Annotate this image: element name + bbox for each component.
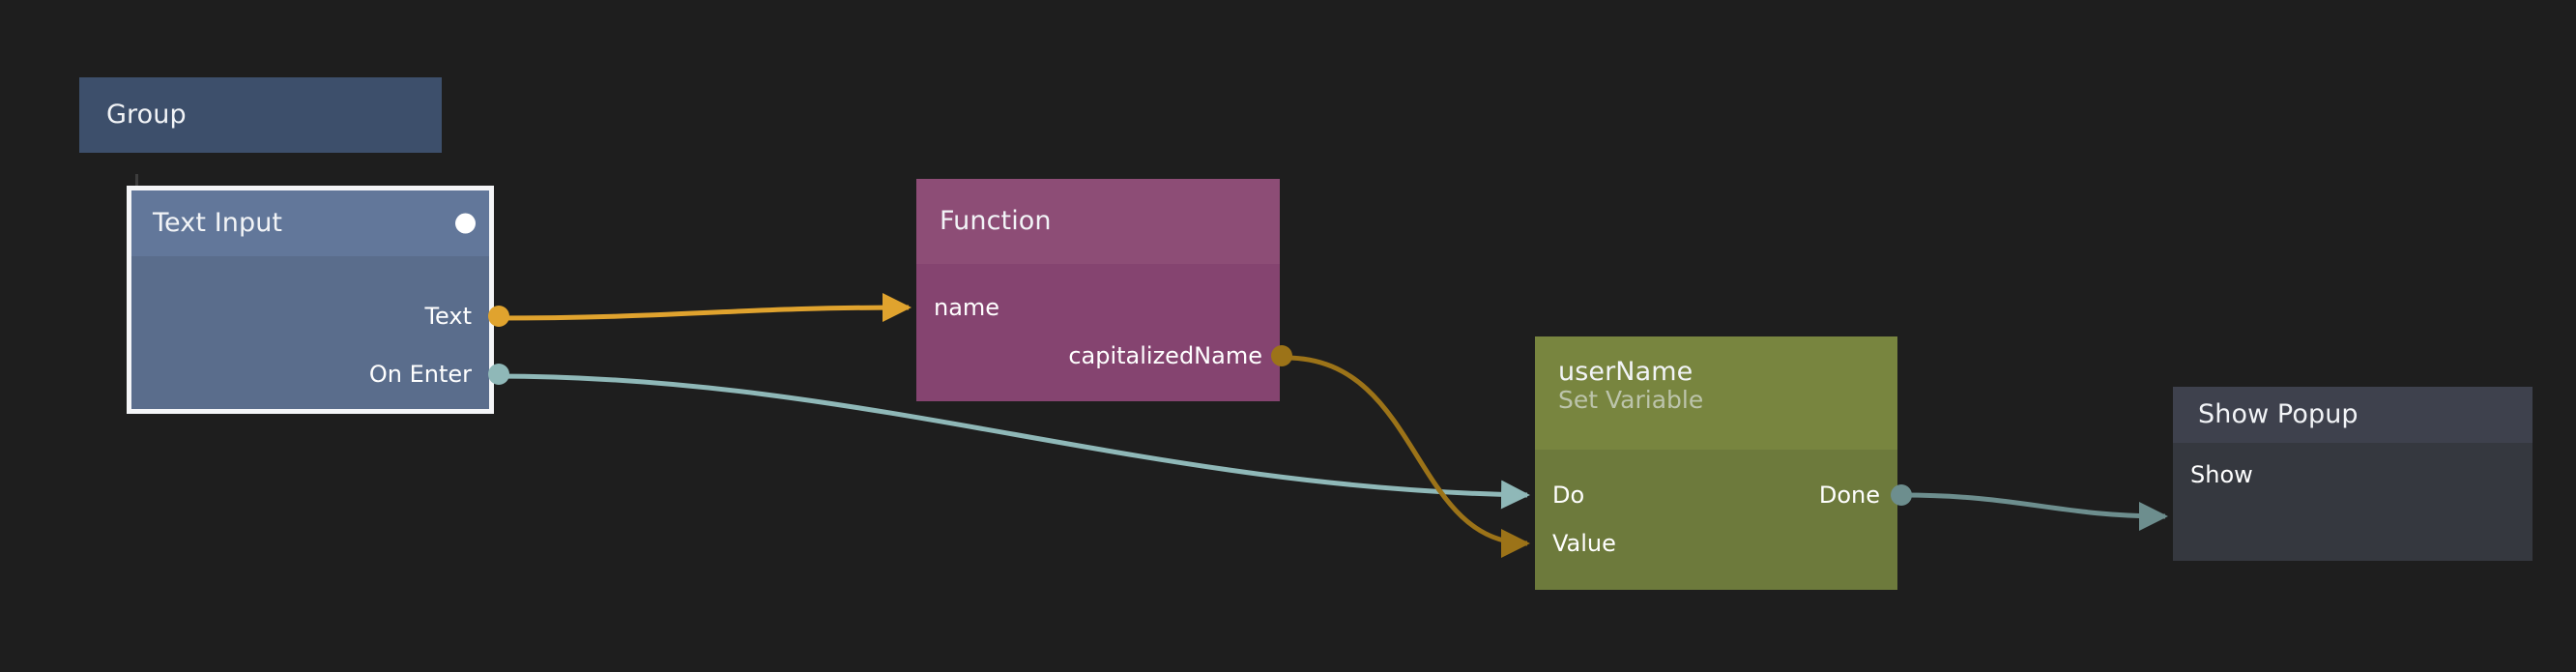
node-show-popup[interactable]: Show Popup Show bbox=[2173, 387, 2533, 561]
node-set-variable[interactable]: userName Set Variable Do Done Value bbox=[1535, 336, 1912, 590]
node-function-body: name capitalizedName bbox=[916, 264, 1292, 401]
input-port-label-do: Do bbox=[1552, 482, 1585, 509]
node-group-title: Group bbox=[106, 99, 187, 130]
status-dot-icon bbox=[455, 213, 476, 234]
output-port-label-text: Text bbox=[424, 303, 472, 330]
output-port-label-done: Done bbox=[1818, 482, 1880, 509]
wire-text-to-name bbox=[494, 293, 912, 323]
output-port-dot-text[interactable] bbox=[488, 306, 509, 327]
node-set-variable-body: Do Done Value bbox=[1535, 450, 1912, 590]
node-set-variable-title: userName bbox=[1558, 357, 1693, 387]
node-set-variable-subtitle: Set Variable bbox=[1558, 386, 1704, 415]
node-show-popup-body: Show bbox=[2173, 443, 2533, 561]
node-show-popup-title: Show Popup bbox=[2198, 398, 2359, 429]
node-function[interactable]: Function name capitalizedName bbox=[916, 179, 1292, 401]
node-text-input-body: Text On Enter bbox=[131, 256, 509, 409]
node-text-input[interactable]: Text Input Text On Enter bbox=[127, 186, 509, 414]
input-port-label-name: name bbox=[934, 294, 1000, 321]
output-port-label-on-enter: On Enter bbox=[368, 361, 472, 388]
node-group[interactable]: Group bbox=[79, 77, 442, 153]
node-text-input-header[interactable]: Text Input bbox=[131, 190, 489, 256]
node-set-variable-header[interactable]: userName Set Variable bbox=[1535, 336, 1897, 450]
input-port-label-value: Value bbox=[1552, 530, 1616, 557]
wire-done-to-show bbox=[1901, 492, 2168, 531]
output-port-dot-capitalizedname[interactable] bbox=[1271, 345, 1292, 366]
output-port-label-capitalizedname: capitalizedName bbox=[1068, 342, 1262, 369]
node-function-title: Function bbox=[940, 205, 1052, 236]
node-function-header[interactable]: Function bbox=[916, 179, 1280, 264]
wire-capitalizedname-to-value bbox=[1285, 355, 1530, 558]
node-text-input-title: Text Input bbox=[153, 207, 283, 238]
output-port-dot-on-enter[interactable] bbox=[488, 364, 509, 385]
node-show-popup-header[interactable]: Show Popup bbox=[2173, 387, 2533, 443]
output-port-dot-done[interactable] bbox=[1891, 484, 1912, 506]
input-port-label-show: Show bbox=[2190, 461, 2253, 488]
